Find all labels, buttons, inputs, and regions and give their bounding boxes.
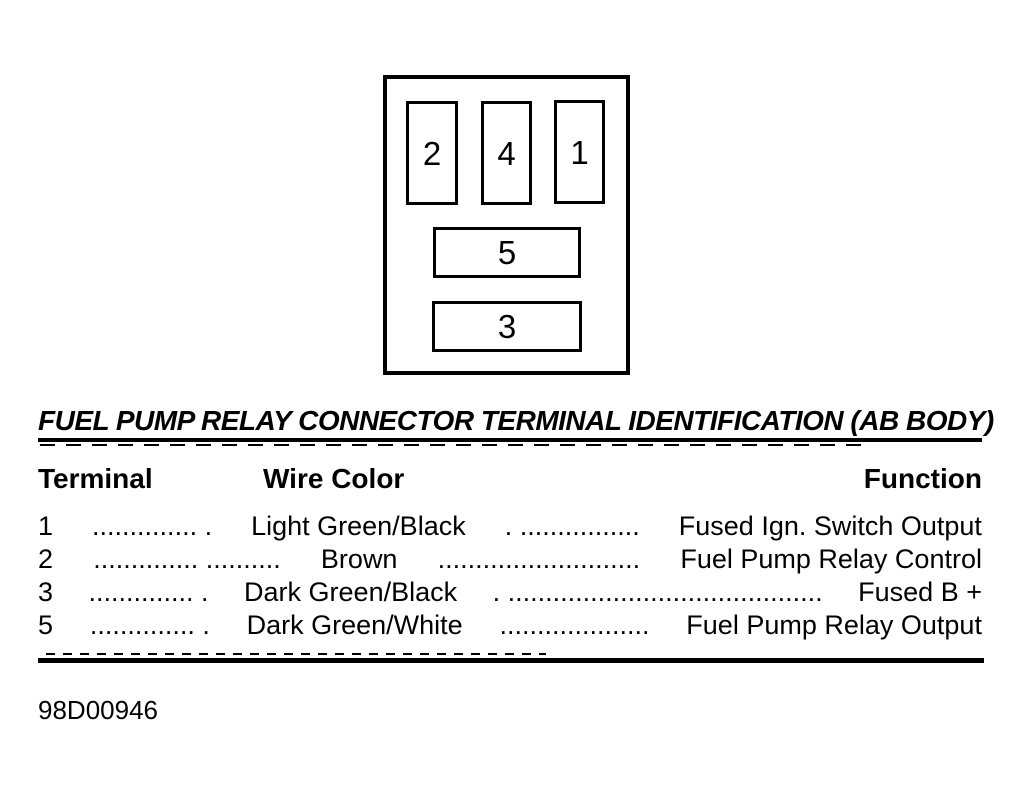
figure-code: 98D00946 — [38, 695, 158, 725]
title-rule-dashes — [40, 444, 870, 446]
terminal-function: Fuel Pump Relay Control — [680, 544, 982, 574]
page-title: FUEL PUMP RELAY CONNECTOR TERMINAL IDENT… — [38, 405, 994, 436]
wire-color: Light Green/Black — [251, 511, 466, 541]
dot-leader: .............. . — [92, 511, 213, 541]
table-row: 5 .............. . Dark Green/White ....… — [38, 609, 982, 642]
column-header-terminal: Terminal — [38, 463, 153, 494]
wire-color: Dark Green/White — [246, 610, 463, 640]
bottom-rule — [38, 658, 984, 663]
terminal-function: Fused B + — [858, 577, 982, 607]
table-row: 3 .............. . Dark Green/Black . ..… — [38, 576, 982, 609]
table-row: 1 .............. . Light Green/Black . .… — [38, 510, 982, 543]
pin-label: 5 — [497, 234, 517, 271]
dot-leader: .............. . — [88, 577, 209, 607]
terminal-table: 1 .............. . Light Green/Black . .… — [38, 510, 982, 642]
dot-leader: . ......................................… — [492, 577, 823, 607]
dot-leader: .............. . — [89, 610, 210, 640]
dot-leader: .............. .......... — [93, 544, 281, 574]
terminal-number: 1 — [38, 511, 54, 541]
column-header-wire-color: Wire Color — [263, 463, 405, 494]
table-header-row: Terminal Wire Color Function — [38, 465, 982, 495]
pin-label: 2 — [422, 134, 442, 172]
terminal-pin-3: 3 — [432, 301, 582, 352]
wire-color: Brown — [320, 544, 398, 574]
title-rule — [38, 438, 982, 442]
terminal-function: Fused Ign. Switch Output — [678, 511, 982, 541]
terminal-pin-4: 4 — [481, 101, 532, 205]
terminal-number: 5 — [38, 610, 54, 640]
terminal-pin-2: 2 — [406, 101, 458, 205]
wire-color: Dark Green/Black — [244, 577, 458, 607]
dot-leader: .................... — [499, 610, 650, 640]
terminal-number: 3 — [38, 577, 54, 607]
terminal-pin-5: 5 — [433, 227, 581, 278]
dot-leader: ........................... — [437, 544, 641, 574]
pin-label: 3 — [497, 308, 517, 345]
pin-label: 1 — [570, 133, 589, 171]
column-header-function: Function — [863, 463, 982, 494]
connector-diagram: 2 4 1 5 3 — [383, 75, 630, 375]
terminal-number: 2 — [38, 544, 54, 574]
terminal-function: Fuel Pump Relay Output — [686, 610, 982, 640]
dot-leader: . ................ — [504, 511, 640, 541]
terminal-pin-1: 1 — [554, 100, 605, 204]
table-row: 2 .............. .......... Brown ......… — [38, 543, 982, 576]
bottom-rule-dashes — [46, 653, 546, 655]
pin-label: 4 — [497, 134, 516, 172]
